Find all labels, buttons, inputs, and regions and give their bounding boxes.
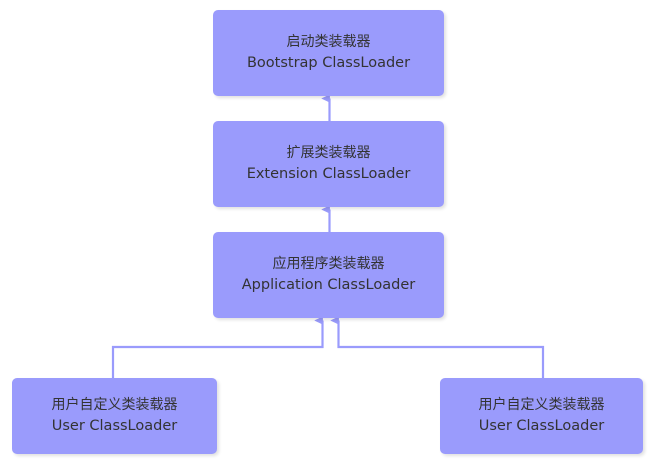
node-extension-classloader[interactable]: 扩展类装载器 Extension ClassLoader — [213, 121, 444, 207]
node-bootstrap-label-en: Bootstrap ClassLoader — [246, 54, 411, 71]
node-user-right-label-cn: 用户自定义类装载器 — [478, 397, 605, 414]
edge-userright-to-application — [330, 316, 545, 378]
node-user-classloader-left[interactable]: 用户自定义类装载器 User ClassLoader — [12, 378, 217, 454]
node-user-right-label-en: User ClassLoader — [478, 417, 605, 434]
node-user-left-label-en: User ClassLoader — [51, 417, 178, 434]
node-user-classloader-right[interactable]: 用户自定义类装载器 User ClassLoader — [440, 378, 643, 454]
node-extension-label-cn: 扩展类装载器 — [286, 145, 371, 162]
node-application-classloader[interactable]: 应用程序类装载器 Application ClassLoader — [213, 232, 444, 318]
node-user-left-label-cn: 用户自定义类装载器 — [51, 397, 178, 414]
node-application-label-en: Application ClassLoader — [241, 276, 416, 293]
node-application-label-cn: 应用程序类装载器 — [272, 256, 385, 273]
node-bootstrap-classloader[interactable]: 启动类装载器 Bootstrap ClassLoader — [213, 10, 444, 96]
node-extension-label-en: Extension ClassLoader — [246, 165, 411, 182]
edge-userleft-to-application — [111, 316, 324, 378]
node-bootstrap-label-cn: 启动类装载器 — [286, 34, 371, 51]
